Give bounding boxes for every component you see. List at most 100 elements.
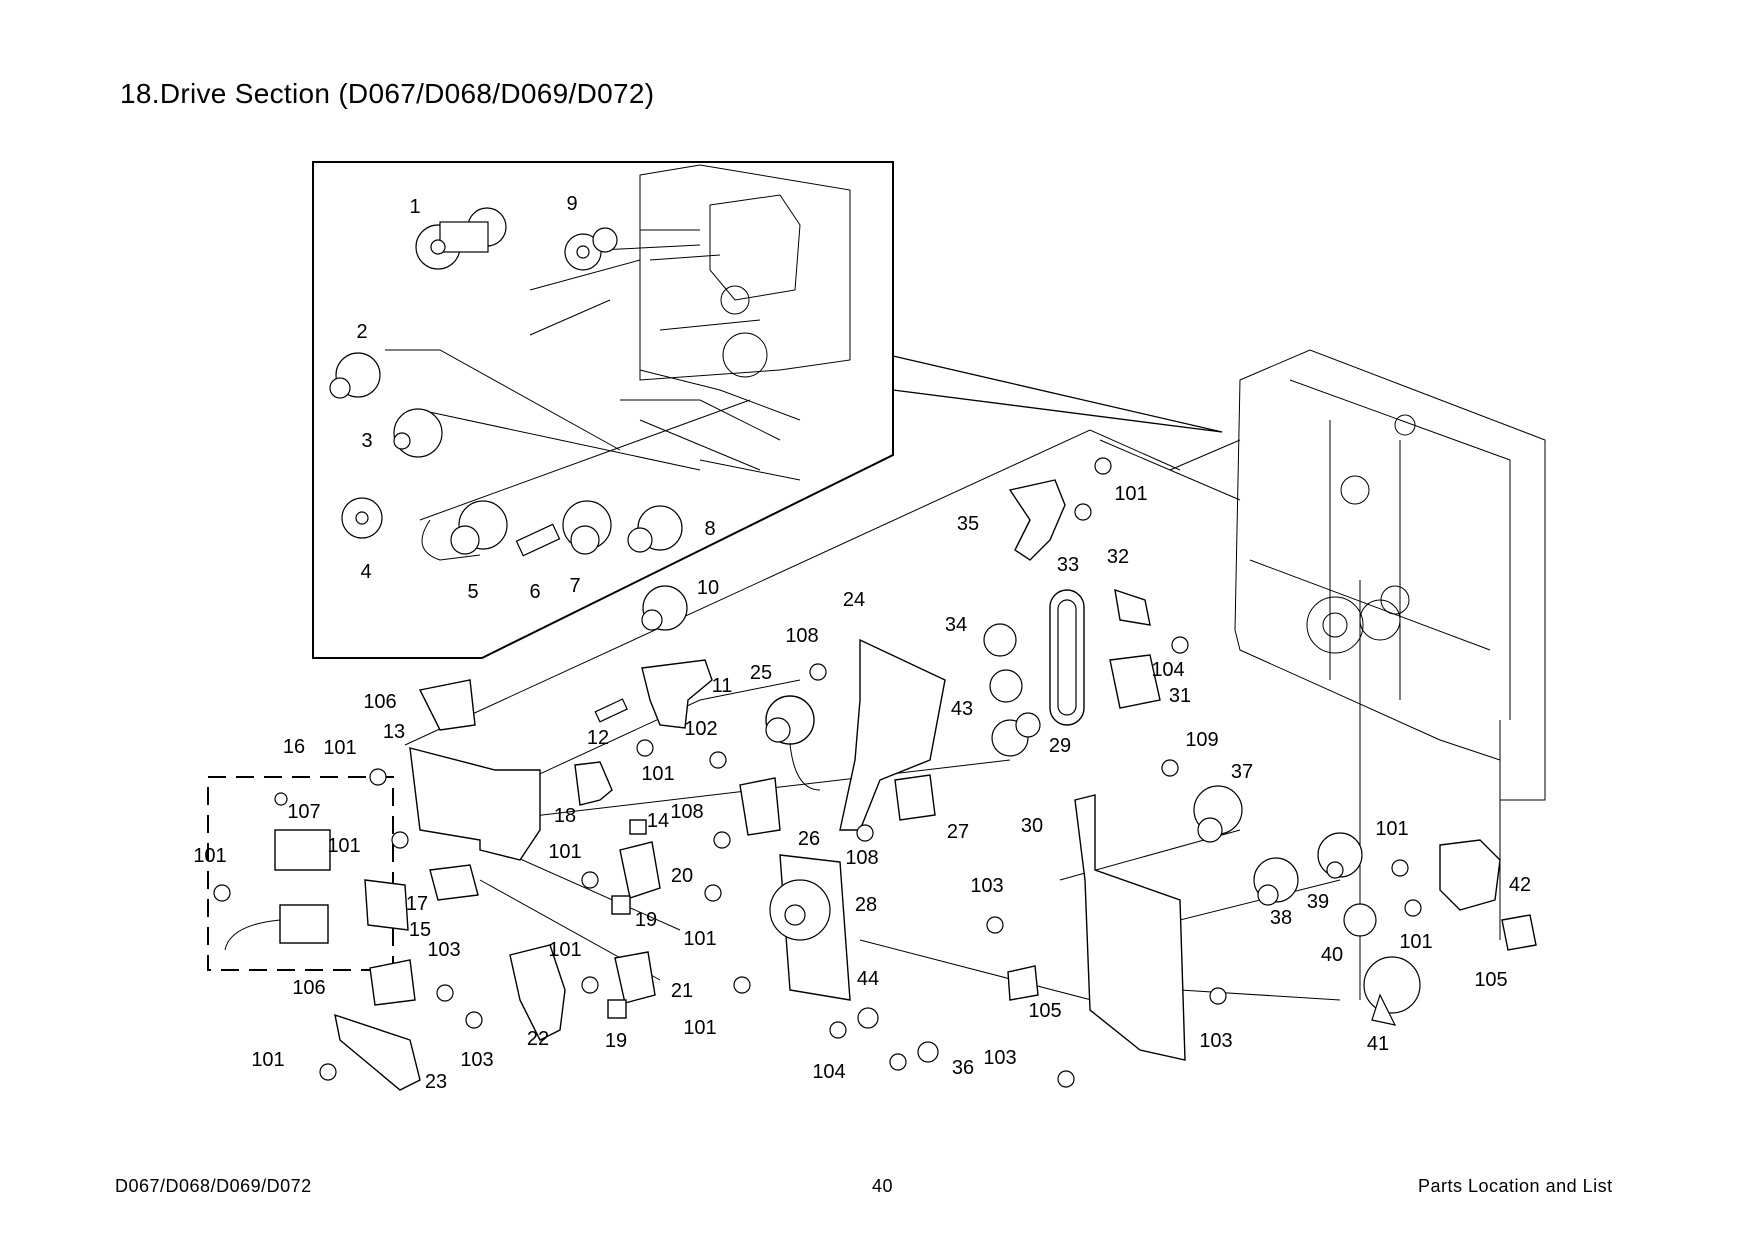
callout-5: 5 [467, 581, 478, 603]
inset-frame [312, 161, 1223, 659]
bracket-11 [641, 659, 713, 729]
gear-10 [641, 585, 688, 631]
block-19 [611, 895, 631, 915]
callout-109: 109 [1185, 729, 1218, 751]
page-title: 18.Drive Section (D067/D068/D069/D072) [120, 78, 655, 109]
callout-101: 101 [548, 939, 581, 961]
bracket-106b [369, 959, 416, 1006]
callout-9: 9 [566, 193, 577, 215]
solenoid-assembly-box [207, 776, 394, 971]
bracket-32 [1114, 588, 1151, 626]
callout-17: 17 [406, 893, 428, 915]
callout-24: 24 [843, 589, 865, 611]
footer-page-number: 40 [872, 1176, 894, 1196]
callout-101: 101 [327, 835, 360, 857]
callout-14: 14 [647, 810, 669, 832]
callout-19: 19 [635, 909, 657, 931]
plate-30 [1074, 794, 1186, 1061]
bracket-42 [1439, 839, 1501, 911]
bracket-27 [894, 774, 936, 821]
bracket-18 [574, 761, 613, 806]
callout-19: 19 [605, 1030, 627, 1052]
footer-section-name: Parts Location and List [1418, 1176, 1613, 1196]
callout-11: 11 [712, 675, 733, 697]
solenoid-16 [224, 829, 331, 951]
callout-16: 16 [283, 736, 305, 758]
bracket-23 [334, 1013, 421, 1091]
gear-34 [983, 623, 1017, 657]
callout-28: 28 [855, 894, 877, 916]
callout-106: 106 [292, 977, 325, 999]
callout-104: 104 [1151, 659, 1184, 681]
callout-18: 18 [554, 805, 576, 827]
callout-108: 108 [845, 847, 878, 869]
gear-43 [989, 669, 1023, 703]
callout-20: 20 [671, 865, 693, 887]
callout-21: 21 [671, 980, 693, 1002]
gear-40 [1343, 903, 1377, 937]
callout-36: 36 [952, 1057, 974, 1079]
gear-7 [562, 500, 612, 555]
bracket-15 [364, 879, 409, 931]
bushing-36 [917, 1041, 939, 1063]
callout-43: 43 [951, 698, 973, 720]
block-19b [607, 999, 627, 1019]
callout-26: 26 [798, 828, 820, 850]
callout-30: 30 [1021, 815, 1043, 837]
callout-101: 101 [1375, 818, 1408, 840]
callout-101: 101 [323, 737, 356, 759]
gear-2 [329, 352, 381, 399]
callout-3: 3 [361, 430, 372, 452]
callout-34: 34 [945, 614, 967, 636]
callout-41: 41 [1367, 1033, 1389, 1055]
callout-104: 104 [812, 1061, 845, 1083]
callout-33: 33 [1057, 554, 1079, 576]
callout-42: 42 [1509, 874, 1531, 896]
callout-103: 103 [983, 1047, 1016, 1069]
callout-32: 32 [1107, 546, 1129, 568]
main-chassis [1099, 349, 1546, 801]
bracket-22 [509, 944, 566, 1041]
gear-37 [1193, 785, 1243, 843]
gear-38 [1253, 857, 1299, 906]
bracket-26 [739, 777, 781, 836]
bracket-105b [1501, 914, 1537, 951]
callout-35: 35 [957, 513, 979, 535]
callout-25: 25 [750, 662, 772, 684]
callout-103: 103 [427, 939, 460, 961]
callout-15: 15 [409, 919, 431, 941]
bracket-21 [614, 951, 656, 1004]
callout-105: 105 [1474, 969, 1507, 991]
eclip-104 [829, 636, 1189, 1071]
bracket-106 [418, 679, 476, 731]
callout-29: 29 [1049, 735, 1071, 757]
callout-1: 1 [409, 196, 420, 218]
callout-101: 101 [683, 928, 716, 950]
callout-10: 10 [697, 577, 719, 599]
callout-105: 105 [1028, 1000, 1061, 1022]
callout-101: 101 [548, 841, 581, 863]
gear-29 [991, 712, 1041, 757]
callout-39: 39 [1307, 891, 1329, 913]
belt-33 [1049, 589, 1085, 726]
callout-6: 6 [529, 581, 540, 603]
callout-31: 31 [1169, 685, 1191, 707]
footer-model-codes: D067/D068/D069/D072 [115, 1176, 312, 1196]
gear-39 [1317, 832, 1363, 879]
callout-103: 103 [970, 875, 1003, 897]
gear-8 [627, 505, 683, 553]
shaft-6 [515, 523, 561, 557]
callout-7: 7 [569, 575, 580, 597]
gear-3 [393, 408, 443, 458]
plate-13 [409, 747, 541, 861]
callout-8: 8 [704, 518, 715, 540]
callout-22: 22 [527, 1028, 549, 1050]
bracket-17 [429, 864, 479, 901]
bracket-20 [619, 841, 661, 899]
callout-27: 27 [947, 821, 969, 843]
gear-41 [1363, 956, 1421, 1026]
callout-108: 108 [785, 625, 818, 647]
callout-102: 102 [684, 718, 717, 740]
